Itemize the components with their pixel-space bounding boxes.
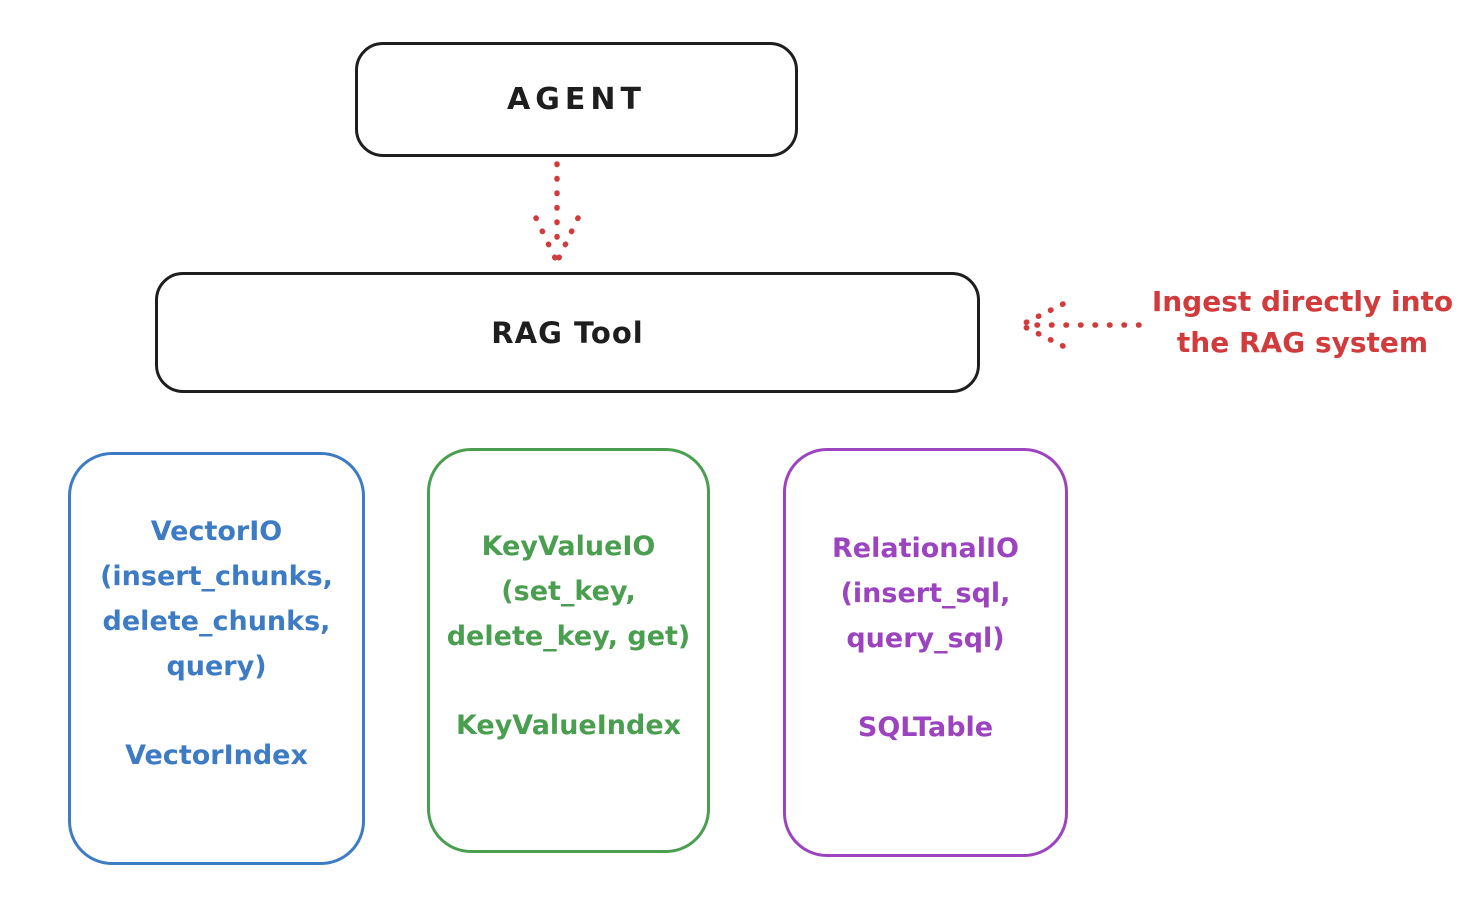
keyvalue-index-label: KeyValueIndex [455, 709, 682, 741]
dotted-left-arrow-icon [1018, 301, 1142, 349]
relational-io-methods-line2: query_sql) [846, 622, 1005, 654]
keyvalue-io-title: KeyValueIO [481, 530, 656, 562]
relational-io-box: RelationalIO (insert_sql, query_sql) SQL… [783, 448, 1068, 857]
dotted-down-arrow-icon [533, 161, 581, 265]
vector-index-label: VectorIndex [125, 740, 308, 771]
keyvalue-io-methods-line1: (set_key, [501, 575, 636, 607]
rag-tool-label: RAG Tool [491, 315, 644, 350]
vector-io-methods-line1: (insert_chunks, [100, 561, 333, 592]
vector-io-methods-line2: delete_chunks, [102, 606, 331, 637]
agent-box: AGENT [355, 42, 798, 157]
rag-tool-box: RAG Tool [155, 272, 980, 393]
agent-label: AGENT [507, 82, 646, 117]
vector-io-methods-line3: query) [166, 651, 267, 682]
keyvalue-io-methods-line2: delete_key, get) [446, 620, 691, 652]
relational-io-title: RelationalIO [832, 532, 1019, 564]
vector-io-title: VectorIO [150, 516, 283, 547]
ingest-annotation-line2: the RAG system [1176, 326, 1429, 359]
ingest-annotation-line1: Ingest directly into [1151, 285, 1454, 318]
relational-io-methods-line1: (insert_sql, [840, 577, 1011, 609]
ingest-annotation: Ingest directly into the RAG system [1130, 281, 1475, 363]
sql-table-label: SQLTable [857, 711, 994, 743]
vector-io-box: VectorIO (insert_chunks, delete_chunks, … [68, 452, 365, 865]
keyvalue-io-box: KeyValueIO (set_key, delete_key, get) Ke… [427, 448, 710, 853]
